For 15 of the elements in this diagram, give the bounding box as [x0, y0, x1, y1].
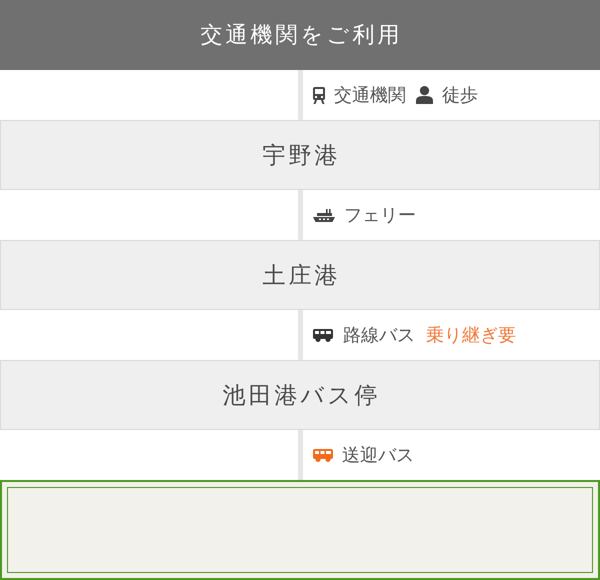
- note-label: 乗り継ぎ要: [426, 324, 516, 347]
- edge-label: 送迎バス: [342, 444, 414, 467]
- edge-label: 路線バス: [343, 324, 415, 347]
- framed-panel: [0, 480, 600, 580]
- stop-box: 土庄港: [0, 240, 600, 310]
- connector-line: [298, 70, 303, 120]
- note-label: 徒歩: [442, 84, 478, 107]
- edge-label: 交通機関: [334, 84, 406, 107]
- connector-line: [298, 430, 303, 480]
- edge-label: フェリー: [344, 204, 416, 227]
- header-band: 交通機関をご利用: [0, 0, 600, 70]
- connector-line: [298, 190, 303, 240]
- connector-line: [298, 310, 303, 360]
- stop-box: 宇野港: [0, 120, 600, 190]
- stop-box: 池田港バス停: [0, 360, 600, 430]
